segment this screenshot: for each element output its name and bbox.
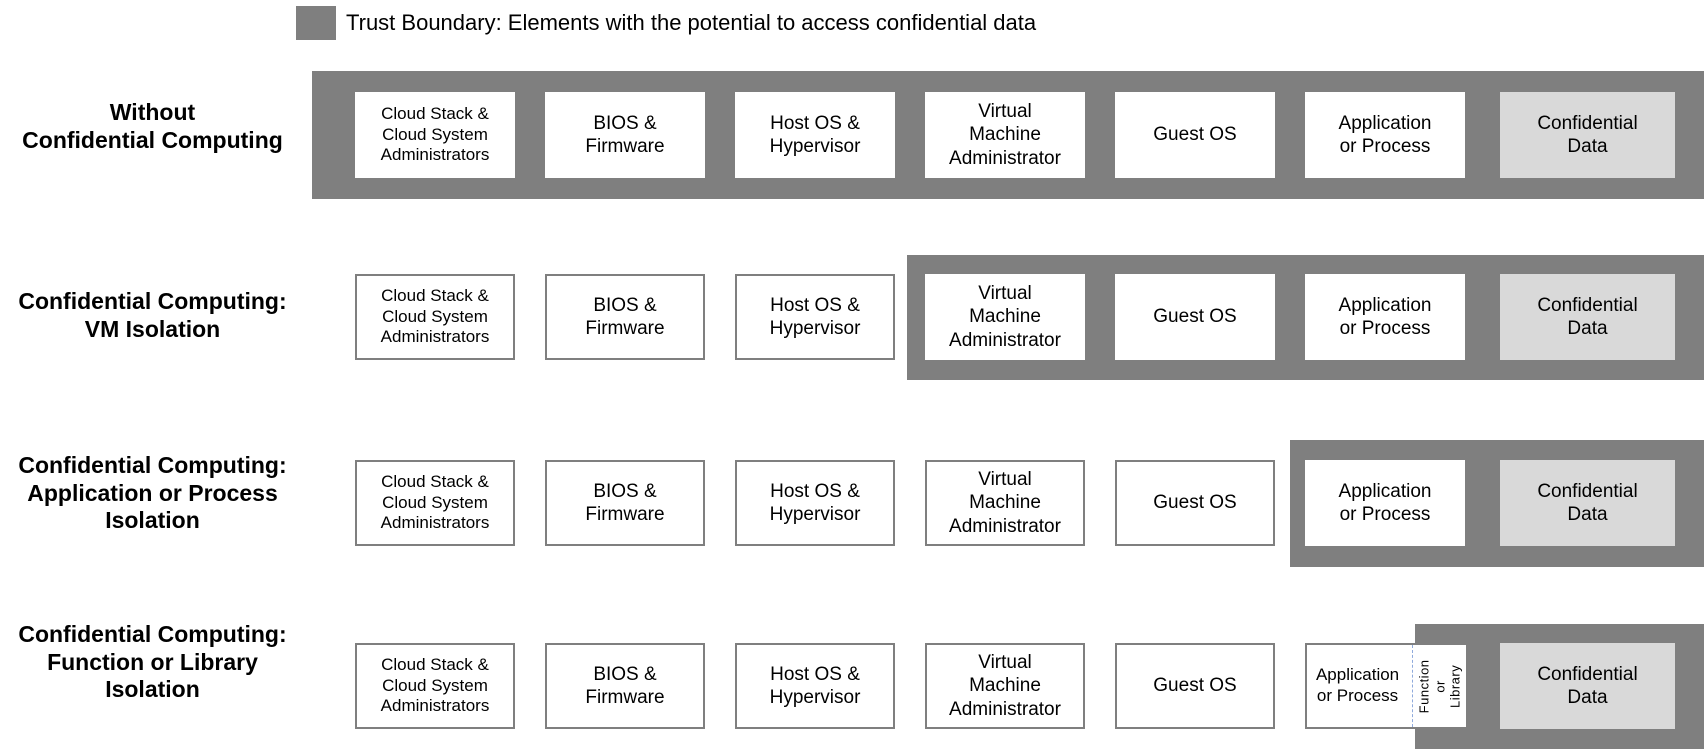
box-host-os-hypervisor-row2: Host OS & Hypervisor: [735, 274, 895, 360]
box-bios-firmware-row4: BIOS & Firmware: [545, 643, 705, 729]
box-application-process-split-row4: Application or Process Function or Libra…: [1305, 643, 1467, 729]
box-cloud-stack-row2: Cloud Stack & Cloud System Administrator…: [355, 274, 515, 360]
box-bios-firmware-row3: BIOS & Firmware: [545, 460, 705, 546]
box-application-process-row4: Application or Process: [1315, 665, 1400, 705]
box-confidential-data-row1: Confidential Data: [1500, 92, 1675, 178]
row-label-without-confidential-computing: Without Confidential Computing: [22, 99, 283, 153]
box-vm-administrator-row3: Virtual Machine Administrator: [925, 460, 1085, 546]
box-bios-firmware-row1: BIOS & Firmware: [545, 92, 705, 178]
box-host-os-hypervisor-row4: Host OS & Hypervisor: [735, 643, 895, 729]
box-guest-os-row1: Guest OS: [1115, 92, 1275, 178]
box-vm-administrator-row4: Virtual Machine Administrator: [925, 643, 1085, 729]
box-application-process-row2: Application or Process: [1305, 274, 1465, 360]
box-host-os-hypervisor-row3: Host OS & Hypervisor: [735, 460, 895, 546]
box-vm-administrator-row1: Virtual Machine Administrator: [925, 92, 1085, 178]
box-cloud-stack-row1: Cloud Stack & Cloud System Administrator…: [355, 92, 515, 178]
row-label-function-library-isolation: Confidential Computing: Function or Libr…: [18, 621, 287, 703]
box-confidential-data-row4: Confidential Data: [1500, 643, 1675, 729]
box-confidential-data-row3: Confidential Data: [1500, 460, 1675, 546]
box-function-library-row4: Function or Library: [1416, 659, 1463, 713]
box-application-process-row1: Application or Process: [1305, 92, 1465, 178]
row-label-application-process-isolation: Confidential Computing: Application or P…: [18, 452, 287, 534]
box-cloud-stack-row3: Cloud Stack & Cloud System Administrator…: [355, 460, 515, 546]
box-host-os-hypervisor-row1: Host OS & Hypervisor: [735, 92, 895, 178]
function-library-strip-row4: Function or Library: [1411, 645, 1467, 727]
box-guest-os-row2: Guest OS: [1115, 274, 1275, 360]
legend-label: Trust Boundary: Elements with the potent…: [346, 10, 1037, 35]
row-label-vm-isolation: Confidential Computing: VM Isolation: [18, 287, 287, 342]
box-confidential-data-row2: Confidential Data: [1500, 274, 1675, 360]
box-guest-os-row4: Guest OS: [1115, 643, 1275, 729]
box-application-process-row3: Application or Process: [1305, 460, 1465, 546]
legend: Trust Boundary: Elements with the potent…: [296, 4, 1036, 42]
trust-boundary-swatch-icon: [296, 6, 336, 40]
box-guest-os-row3: Guest OS: [1115, 460, 1275, 546]
box-vm-administrator-row2: Virtual Machine Administrator: [925, 274, 1085, 360]
box-bios-firmware-row2: BIOS & Firmware: [545, 274, 705, 360]
box-cloud-stack-row4: Cloud Stack & Cloud System Administrator…: [355, 643, 515, 729]
